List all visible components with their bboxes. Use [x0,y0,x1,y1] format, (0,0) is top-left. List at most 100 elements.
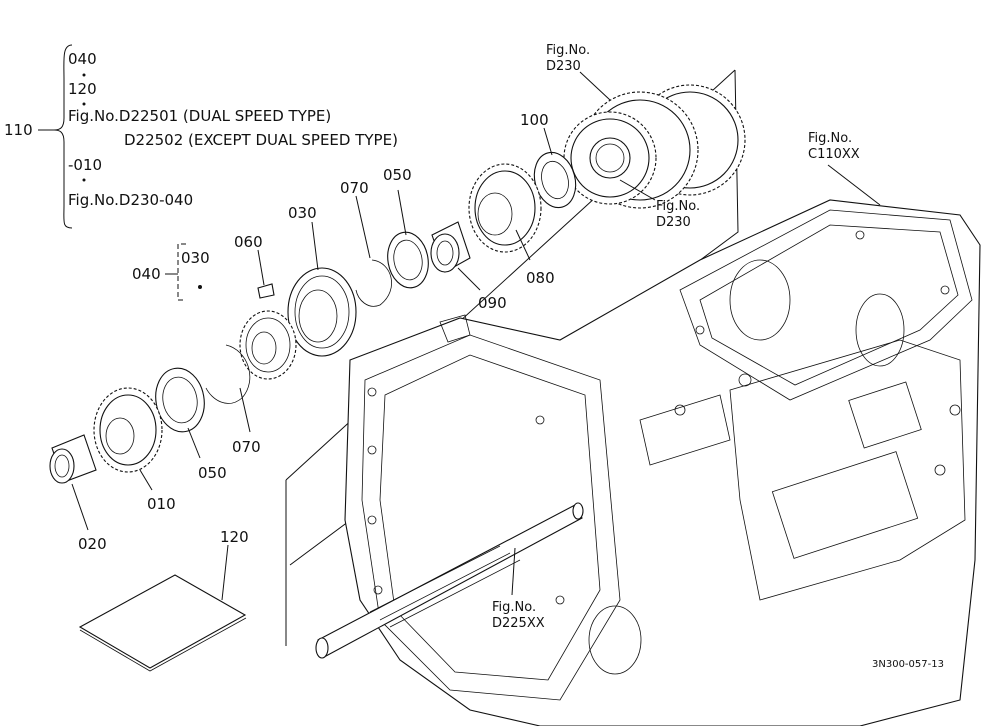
collar-inner [162,376,198,424]
leader-d230-top [579,71,611,101]
leader-120 [221,544,229,601]
label-070-lower: 070 [232,438,261,456]
gear-body [99,394,157,466]
leader-d230-mid [619,179,656,201]
label-030: 030 [288,204,317,222]
bolt-hole [535,415,545,425]
label-120: 120 [220,528,249,546]
case-bore [729,259,791,341]
figure-references: Fig.No. D230 Fig.No. D230 Fig.No. C110XX… [492,43,860,631]
ref-c110xx-code: C110XX [808,147,860,162]
collar-outer [387,231,429,289]
label-060: 060 [234,233,263,251]
leader-d225xx [511,547,516,596]
case-front-flange [361,334,621,701]
case-lug [439,314,471,343]
legend-dot [82,102,86,106]
subgroup-bracket [177,243,186,301]
leader-090 [457,267,481,291]
transmission-case [344,199,981,726]
group-110-label: 110 [4,121,33,139]
bolt-hole [367,445,377,455]
bearing-face [430,233,460,273]
bearing-bore [436,240,454,266]
leader-c110xx [827,164,881,206]
ref-d225xx-title: Fig.No. [492,600,536,615]
bolt-hole [367,515,377,525]
bolt-hole [373,585,383,595]
label-010: 010 [147,495,176,513]
legend-block: 110 040 120 Fig.No.D22501 (DUAL SPEED TY… [4,44,398,229]
label-020: 020 [78,535,107,553]
case-bore [588,605,642,675]
label-070-upper: 070 [340,179,369,197]
part-060-key [257,283,275,299]
leader-010 [139,469,153,491]
hub-outer [287,267,357,357]
case-side-panel [729,339,966,601]
subgroup-030-label: 030 [181,249,210,267]
case-window [848,381,922,449]
ref-d230-mid-title: Fig.No. [656,199,700,214]
sync-body [245,317,291,373]
needle-bore [54,454,70,478]
part-120-sheet-edge [79,617,247,672]
washer-inner [541,160,569,200]
ref-d230-top-code: D230 [546,59,581,74]
case-lug [639,394,731,466]
label-050-upper: 050 [383,166,412,184]
part-050-collar-upper [387,231,429,289]
case-body [344,199,981,726]
legend-dot [82,178,86,182]
label-100: 100 [520,111,549,129]
bolt-hole [738,373,752,387]
part-labels: 100 050 070 030 060 080 090 070 050 010 … [78,111,555,553]
case-top-inner [699,224,959,386]
part-010-gear [93,387,163,473]
subgroup-040: 040 030 [132,243,210,301]
ref-c110xx-title: Fig.No. [808,131,852,146]
bolt-hole [367,387,377,397]
hub-bore [298,289,338,343]
part-080-gear [468,163,542,253]
part-090-bearing [430,221,471,273]
leader-070-lower [239,387,251,433]
bolt-hole [555,595,565,605]
gear-body [474,170,536,246]
ref-d230-top-title: Fig.No. [546,43,590,58]
part-120-sheet [78,574,247,669]
gear-cluster-d230 [563,84,746,209]
leader-050-upper [397,189,407,236]
legend-line-010: -010 [68,156,102,174]
case-window [771,451,919,559]
legend-line-d22501: Fig.No.D22501 (DUAL SPEED TYPE) [68,107,331,125]
bolt-hole [674,404,686,416]
leader-070-upper [355,195,371,259]
collar-outer [155,367,205,433]
part-050-collar-lower [155,367,205,433]
collar-inner [393,239,423,281]
bolt-hole [695,325,705,335]
bolt-hole [855,230,865,240]
ref-d225xx-code: D225XX [492,616,545,631]
sync-bore [251,331,277,365]
part-070-snap-ring-upper [355,259,392,307]
label-050-lower: 050 [198,464,227,482]
bolt-hole [940,285,950,295]
part-020-needle-bearing [49,434,97,484]
gear-bore [477,192,513,236]
shaft-splines [369,545,521,628]
case-front-inner [379,354,601,681]
leader-050-lower [187,427,201,459]
subgroup-dot [198,285,202,289]
legend-line-040: 040 [68,50,97,68]
shaft-end [572,502,584,520]
leader-100 [543,127,553,156]
legend-line-d230-040: Fig.No.D230-040 [68,191,193,209]
ref-d230-mid-code: D230 [656,215,691,230]
label-080: 080 [526,269,555,287]
bolt-hole [949,404,961,416]
case-bore [855,293,905,367]
legend-line-d22502: D22502 (EXCEPT DUAL SPEED TYPE) [124,131,398,149]
